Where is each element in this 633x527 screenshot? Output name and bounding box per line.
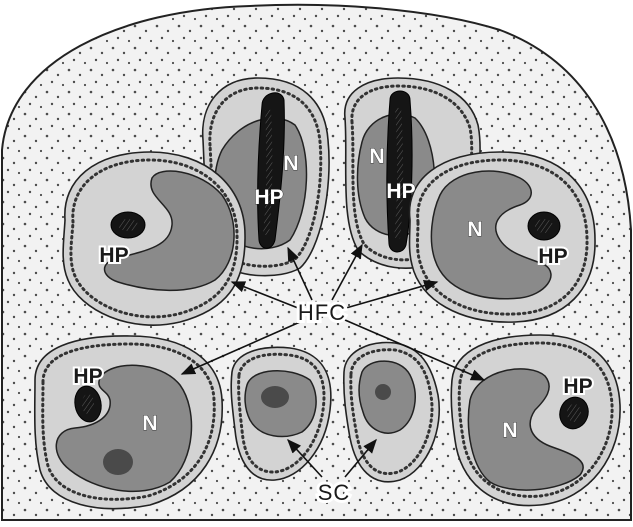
label-sc: SC: [318, 480, 351, 505]
label-n-upper-right: N: [369, 145, 384, 168]
nucleolus: [103, 449, 133, 475]
nucleolus: [261, 386, 289, 408]
label-hp-lower-right: HP: [563, 375, 592, 398]
label-hp-mid-left: HP: [99, 244, 128, 267]
label-hp-upper-right: HP: [386, 180, 415, 203]
label-n-lower-right: N: [502, 419, 517, 442]
nucleolus: [375, 384, 391, 400]
label-n-upper-left: N: [283, 152, 298, 175]
label-hfc: HFC: [298, 300, 346, 325]
label-hp-lower-left: HP: [73, 365, 102, 388]
label-hp-mid-right: HP: [538, 245, 567, 268]
cell-mid-left: [63, 152, 245, 325]
label-hp-upper-left: HP: [254, 186, 283, 209]
label-n-lower-left: N: [142, 412, 157, 435]
cell-mid-right: [410, 152, 596, 322]
label-n-mid-right: N: [467, 218, 482, 241]
